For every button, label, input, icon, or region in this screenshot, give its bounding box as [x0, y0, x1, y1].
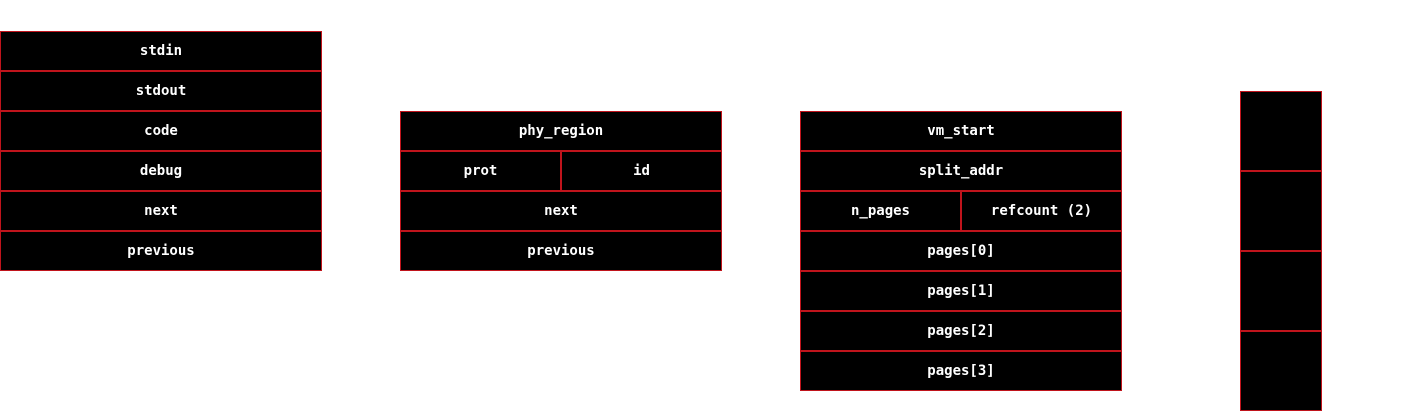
struct-row: next	[400, 191, 722, 231]
field-previous: previous	[0, 231, 322, 271]
field-n-pages: n_pages	[800, 191, 961, 231]
struct-row: pages[2]	[800, 311, 1122, 351]
field-pages-1: pages[1]	[800, 271, 1122, 311]
field-phy-region: phy_region	[400, 111, 722, 151]
struct-row: vm_start	[800, 111, 1122, 151]
page-block	[1240, 171, 1322, 251]
struct-row: split_addr	[800, 151, 1122, 191]
field-next: next	[0, 191, 322, 231]
field-prot: prot	[400, 151, 561, 191]
field-debug: debug	[0, 151, 322, 191]
page-block	[1240, 331, 1322, 411]
field-pages-2: pages[2]	[800, 311, 1122, 351]
field-pages-0: pages[0]	[800, 231, 1122, 271]
page-block	[1240, 251, 1322, 331]
field-stdin: stdin	[0, 31, 322, 71]
struct-row: prot id	[400, 151, 722, 191]
field-next: next	[400, 191, 722, 231]
struct-row: phy_region	[400, 111, 722, 151]
field-split-addr: split_addr	[800, 151, 1122, 191]
field-pages-3: pages[3]	[800, 351, 1122, 391]
struct-row: stdout	[0, 71, 322, 111]
pages-struct: vm_start split_addr n_pages refcount (2)…	[800, 111, 1122, 391]
field-id: id	[561, 151, 722, 191]
struct-row: pages[3]	[800, 351, 1122, 391]
field-stdout: stdout	[0, 71, 322, 111]
struct-row: previous	[0, 231, 322, 271]
field-refcount: refcount (2)	[961, 191, 1122, 231]
struct-row: previous	[400, 231, 722, 271]
page-block-stack	[1240, 91, 1322, 411]
page-block	[1240, 91, 1322, 171]
struct-row: debug	[0, 151, 322, 191]
field-code: code	[0, 111, 322, 151]
struct-row: n_pages refcount (2)	[800, 191, 1122, 231]
field-previous: previous	[400, 231, 722, 271]
process-struct: stdin stdout code debug next previous	[0, 31, 322, 271]
region-struct: phy_region prot id next previous	[400, 111, 722, 271]
struct-row: pages[1]	[800, 271, 1122, 311]
struct-row: stdin	[0, 31, 322, 71]
field-vm-start: vm_start	[800, 111, 1122, 151]
struct-row: code	[0, 111, 322, 151]
struct-row: pages[0]	[800, 231, 1122, 271]
struct-row: next	[0, 191, 322, 231]
